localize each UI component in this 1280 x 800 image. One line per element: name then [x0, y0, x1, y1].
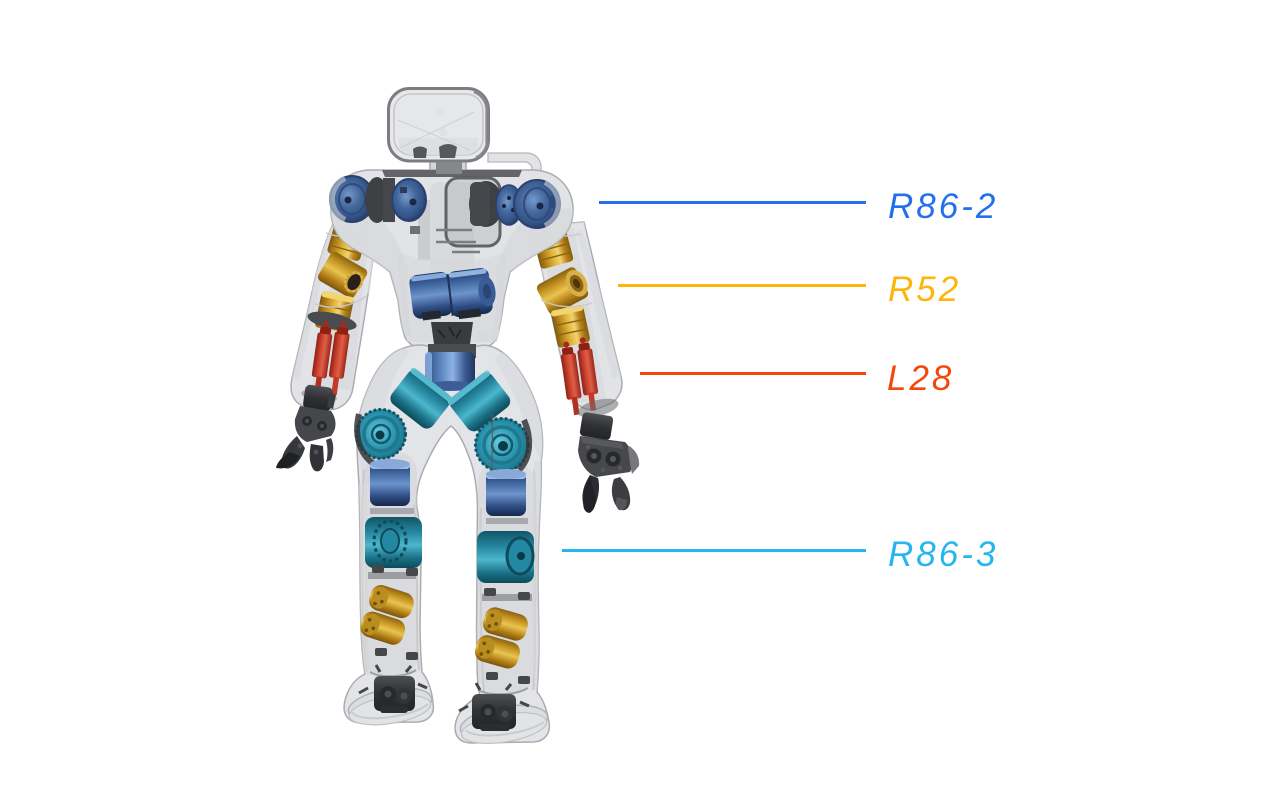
- svg-text:L28: L28: [887, 359, 954, 398]
- svg-text:R86-3: R86-3: [888, 535, 998, 574]
- svg-text:R52: R52: [888, 270, 961, 309]
- svg-text:R86-2: R86-2: [888, 187, 998, 226]
